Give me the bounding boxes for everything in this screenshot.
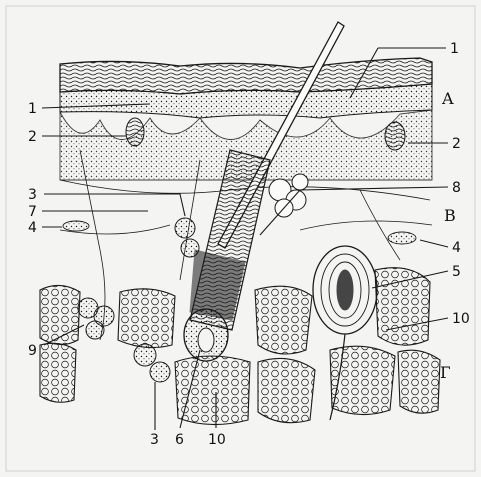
zone-label-a: A [441, 89, 454, 108]
label-4-right: 4 [452, 240, 461, 256]
label-3-bottom: 3 [150, 432, 159, 448]
label-8: 8 [452, 180, 461, 196]
epidermis [60, 58, 432, 118]
label-3-upper: 3 [28, 187, 37, 203]
label-2-left: 2 [28, 129, 37, 145]
label-10-bottom: 10 [208, 432, 226, 448]
zone-label-b: B [444, 206, 456, 225]
label-5: 5 [452, 264, 461, 280]
label-9: 9 [28, 343, 37, 359]
label-1-top-right: 1 [450, 41, 459, 57]
label-6: 6 [175, 432, 184, 448]
label-2-right: 2 [452, 136, 461, 152]
zone-label-g: Г [440, 363, 451, 382]
label-7: 7 [28, 204, 37, 220]
label-10-right: 10 [452, 311, 470, 327]
label-4-left: 4 [28, 220, 37, 236]
label-1-left: 1 [28, 101, 37, 117]
